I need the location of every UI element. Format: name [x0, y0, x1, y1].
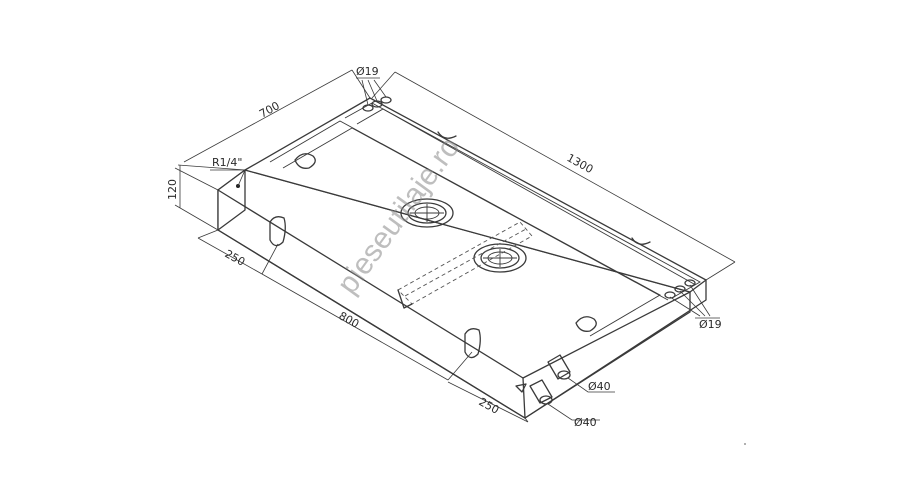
side-notch-1	[269, 216, 286, 247]
top-slot-bottom	[575, 316, 597, 332]
top-slot-notch-2	[631, 237, 651, 245]
dim-width-line	[177, 69, 371, 171]
dim-port-right-leader	[669, 284, 720, 319]
dim-outlet-2-leader	[547, 403, 600, 421]
top-strip-left	[269, 120, 661, 337]
outlet-pipe-2	[515, 379, 553, 405]
top-slot-notch-1	[437, 131, 457, 139]
top-strip-right	[344, 102, 701, 299]
top-strip-left-inner	[282, 127, 669, 301]
dim-port-top-leader	[356, 77, 387, 106]
label-port-right: Ø19	[699, 318, 722, 331]
dim-outlet-1-leader	[567, 377, 615, 393]
filler-cap-1	[400, 198, 454, 228]
top-strip-right-inner	[356, 108, 695, 285]
label-length: 1300	[565, 151, 596, 176]
label-thread: R1/4"	[212, 156, 242, 169]
dim-height-line	[174, 165, 219, 231]
label-width: 700	[257, 99, 282, 121]
tank-bottom-edge	[217, 229, 707, 419]
dim-offset-right-line	[447, 381, 529, 423]
mount-bracket-dashed	[397, 221, 533, 305]
top-slot-left	[294, 153, 316, 169]
right-ports	[664, 279, 696, 299]
label-outlet-1: Ø40	[588, 380, 611, 393]
label-offset-left: 250	[223, 247, 248, 269]
label-outlet-2: Ø40	[574, 416, 597, 429]
side-notch-2	[464, 328, 481, 359]
dim-thread-leader	[210, 169, 246, 187]
mount-bracket-end	[397, 289, 413, 309]
dim-length-line	[371, 71, 736, 281]
label-height: 120	[166, 179, 179, 200]
dim-spacing-line	[261, 273, 473, 381]
label-port-top: Ø19	[356, 65, 379, 78]
outlet-pipe-1	[547, 354, 571, 380]
dim-offset-left-line	[197, 229, 279, 275]
